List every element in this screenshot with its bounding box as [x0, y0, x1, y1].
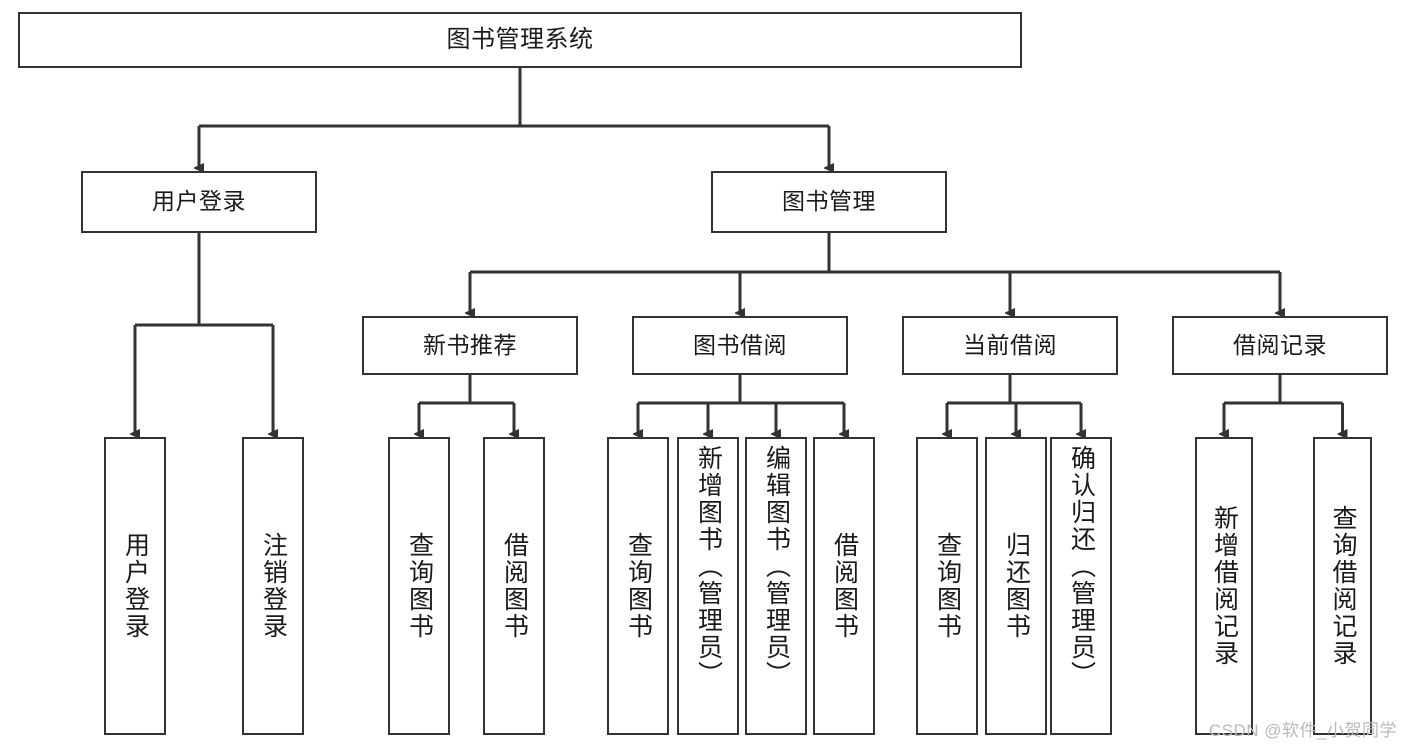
node-book-borrow[interactable]: 图书借阅 — [632, 316, 848, 375]
node-leaf-current-confirm-return[interactable]: 确认归还（管理员） — [1050, 437, 1112, 735]
node-leaf-recommend-borrow-book-label: 借阅图书 — [500, 532, 529, 640]
node-leaf-borrow-add-book[interactable]: 新增图书（管理员） — [677, 437, 739, 735]
node-leaf-borrow-query-book[interactable]: 查询图书 — [607, 437, 669, 735]
node-book-manage-label: 图书管理 — [782, 188, 876, 215]
node-leaf-logout-label: 注销登录 — [259, 532, 288, 640]
node-root-label: 图书管理系统 — [446, 25, 594, 53]
node-new-book-recommend[interactable]: 新书推荐 — [362, 316, 578, 375]
node-borrow-record[interactable]: 借阅记录 — [1172, 316, 1388, 375]
node-leaf-current-query-book[interactable]: 查询图书 — [916, 437, 978, 735]
node-leaf-record-add-label: 新增借阅记录 — [1210, 505, 1239, 667]
node-leaf-current-return-book[interactable]: 归还图书 — [985, 437, 1047, 735]
node-leaf-borrow-edit-book-label: 编辑图书（管理员） — [762, 445, 791, 688]
node-leaf-borrow-edit-book[interactable]: 编辑图书（管理员） — [745, 437, 807, 735]
node-leaf-current-confirm-return-label: 确认归还（管理员） — [1067, 445, 1096, 688]
node-leaf-user-login[interactable]: 用户登录 — [104, 437, 166, 735]
node-leaf-record-query[interactable]: 查询借阅记录 — [1313, 437, 1372, 735]
node-leaf-borrow-query-book-label: 查询图书 — [624, 532, 653, 640]
node-new-book-recommend-label: 新书推荐 — [423, 331, 517, 358]
node-user-login[interactable]: 用户登录 — [81, 171, 317, 233]
node-leaf-record-query-label: 查询借阅记录 — [1329, 505, 1357, 667]
node-current-borrow-label: 当前借阅 — [963, 331, 1057, 358]
node-leaf-current-query-book-label: 查询图书 — [933, 532, 962, 640]
node-leaf-logout[interactable]: 注销登录 — [242, 437, 304, 735]
node-user-login-label: 用户登录 — [152, 188, 246, 215]
node-book-manage[interactable]: 图书管理 — [711, 171, 947, 233]
node-leaf-borrow-borrow-book[interactable]: 借阅图书 — [813, 437, 875, 735]
node-book-borrow-label: 图书借阅 — [693, 331, 787, 358]
node-leaf-current-return-book-label: 归还图书 — [1002, 532, 1031, 640]
node-leaf-recommend-borrow-book[interactable]: 借阅图书 — [483, 437, 545, 735]
node-leaf-recommend-query-book-label: 查询图书 — [405, 532, 434, 640]
node-leaf-borrow-add-book-label: 新增图书（管理员） — [694, 445, 723, 688]
watermark: CSDN @软件_小贺同学 — [1208, 721, 1397, 740]
node-leaf-user-login-label: 用户登录 — [121, 532, 150, 640]
node-root[interactable]: 图书管理系统 — [18, 12, 1022, 68]
node-leaf-recommend-query-book[interactable]: 查询图书 — [388, 437, 450, 735]
node-leaf-borrow-borrow-book-label: 借阅图书 — [830, 532, 859, 640]
node-borrow-record-label: 借阅记录 — [1233, 331, 1327, 358]
node-leaf-record-add[interactable]: 新增借阅记录 — [1195, 437, 1253, 735]
node-current-borrow[interactable]: 当前借阅 — [902, 316, 1118, 375]
